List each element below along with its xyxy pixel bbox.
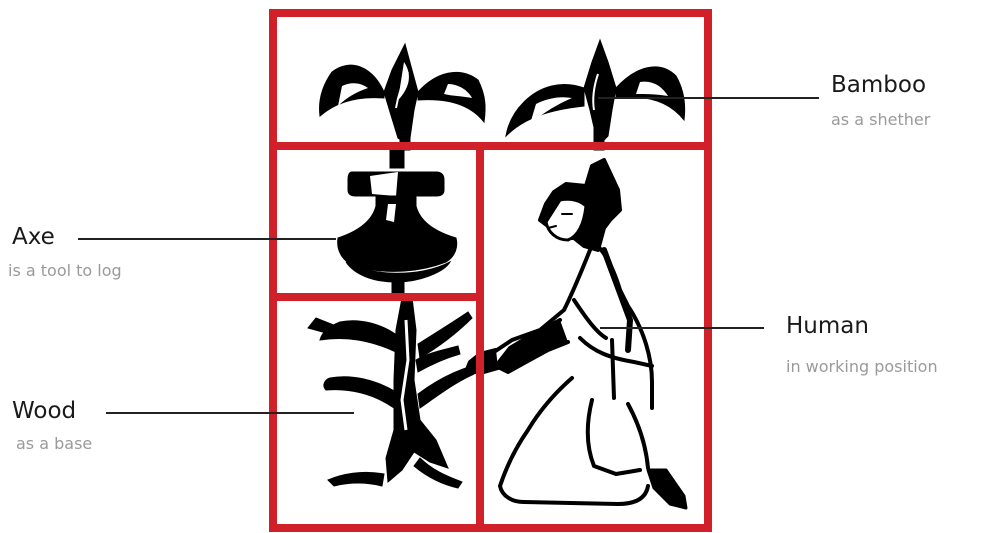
bamboo-leader-line	[598, 97, 819, 99]
human-leader-line	[600, 327, 764, 329]
wood-leader-line	[106, 412, 354, 414]
axe-leader-line	[78, 238, 336, 240]
tree-icon	[308, 298, 474, 488]
axe-subtitle: is a tool to log	[8, 261, 122, 280]
bamboo-icon	[320, 40, 685, 150]
kneeling-human-icon	[466, 160, 686, 508]
wood-subtitle: as a base	[16, 434, 92, 453]
human-title: Human	[786, 313, 869, 339]
axe-icon	[338, 148, 457, 296]
bamboo-subtitle: as a shether	[831, 110, 930, 129]
human-subtitle: in working position	[786, 357, 938, 376]
wood-title: Wood	[12, 398, 76, 424]
bamboo-title: Bamboo	[831, 72, 926, 98]
axe-title: Axe	[12, 224, 55, 250]
